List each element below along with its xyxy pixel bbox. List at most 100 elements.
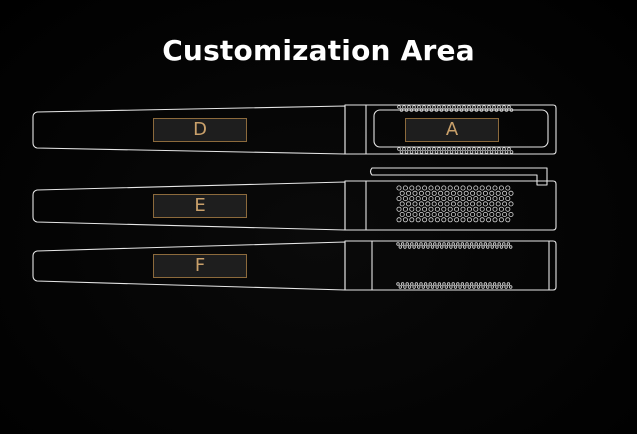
knurl-dot: [498, 185, 504, 191]
knurl-dot: [486, 196, 492, 202]
knurl-dot: [430, 245, 435, 249]
knurl-dot: [488, 282, 492, 286]
knurl-dot: [479, 185, 485, 191]
knurl-dot: [433, 282, 437, 286]
knurl-dot: [486, 285, 490, 289]
knurl-dot: [428, 196, 434, 202]
knurl-dot: [442, 105, 446, 109]
knurl-dot: [502, 190, 508, 196]
knurl-dot: [505, 185, 511, 191]
knurl-dot: [492, 147, 496, 151]
zone-label-f: F: [153, 254, 247, 278]
knurl-dot: [486, 217, 492, 223]
knurl-dot: [479, 242, 483, 246]
knurl-dot: [508, 211, 514, 217]
knurl-dot: [403, 245, 407, 249]
knurl-dot: [494, 108, 499, 112]
knurl-dot: [406, 201, 412, 207]
knurl-dot: [407, 245, 412, 249]
knurl-dot: [466, 185, 472, 191]
knurl-dot: [495, 190, 501, 196]
knurl-dot: [439, 108, 444, 112]
knurl-dot: [397, 105, 401, 109]
page-title: Customization Area: [162, 34, 475, 67]
knurl-dot: [467, 285, 471, 289]
knurl-dot: [495, 285, 499, 289]
knurl-dot: [502, 282, 506, 286]
knurl-dot: [402, 185, 408, 191]
knurl-dot: [470, 201, 476, 207]
knurl-dot: [497, 282, 501, 286]
knurl-dot: [407, 147, 411, 151]
knurl-dot: [415, 217, 421, 223]
knurl-dot: [418, 201, 424, 207]
knurl-dot: [404, 108, 409, 112]
knurl-dot: [422, 105, 426, 109]
knurl-dot: [432, 105, 436, 109]
knurl-dot: [483, 282, 488, 286]
knurl-dot: [404, 150, 409, 154]
knurl-dot: [417, 245, 421, 249]
knurl-dot: [444, 285, 448, 289]
knurl-dot: [402, 147, 406, 151]
knurl-dot: [463, 201, 469, 207]
knurl-dot: [437, 282, 442, 286]
knurl-dot: [486, 245, 490, 249]
knurl-dot: [476, 285, 481, 289]
knurl-dot: [473, 185, 479, 191]
knurl-dot: [460, 242, 465, 246]
knurl-dot: [402, 206, 408, 212]
knurl-dot: [464, 108, 469, 112]
knurl-dot: [447, 206, 453, 212]
knurl-dot: [465, 282, 469, 286]
knurl-dot: [504, 150, 509, 154]
knurl-dot: [472, 285, 476, 289]
knurl-dot: [454, 196, 460, 202]
knurl-dot: [499, 245, 504, 249]
knurl-dot: [469, 150, 474, 154]
knurl-dot: [466, 206, 472, 212]
pen-1-cap: [344, 104, 557, 155]
knurl-dot: [454, 185, 460, 191]
knurl-dot: [434, 196, 440, 202]
knurl-dot: [476, 201, 482, 207]
knurl-dot: [483, 242, 488, 246]
knurl-dot: [459, 150, 464, 154]
knurl-dot: [460, 217, 466, 223]
knurl-dot: [418, 190, 424, 196]
knurl-dot: [451, 282, 455, 286]
knurl-dot: [402, 105, 406, 109]
knurl-dot: [482, 190, 488, 196]
knurl-dot: [434, 206, 440, 212]
knurl-dot: [450, 211, 456, 217]
knurl-dot: [453, 245, 458, 249]
knurl-dot: [505, 217, 511, 223]
knurl-dot: [490, 285, 494, 289]
knurl-dot: [417, 105, 421, 109]
knurl-dot: [469, 282, 474, 286]
knurl-dot: [412, 245, 416, 249]
knurl-dot: [454, 217, 460, 223]
knurl-dot: [497, 147, 501, 151]
knurl-dot: [444, 190, 450, 196]
knurl-dot: [506, 282, 511, 286]
knurl-dot: [484, 150, 489, 154]
knurl-dot: [431, 201, 437, 207]
knurl-dot: [414, 108, 419, 112]
knurl-dot: [418, 211, 424, 217]
knurl-dot: [406, 190, 412, 196]
knurl-dot: [412, 201, 418, 207]
knurl-dot: [424, 108, 429, 112]
knurl-dot: [476, 245, 481, 249]
knurl-dot: [467, 105, 471, 109]
knurl-dot: [502, 105, 506, 109]
knurl-dot: [499, 150, 504, 154]
knurl-dot: [399, 190, 405, 196]
knurl-dot: [399, 150, 404, 154]
knurl-dot: [437, 105, 441, 109]
knurl-dot: [487, 147, 491, 151]
knurl-dot: [474, 282, 478, 286]
knurl-dot: [423, 242, 428, 246]
knurl-dot: [504, 245, 508, 249]
